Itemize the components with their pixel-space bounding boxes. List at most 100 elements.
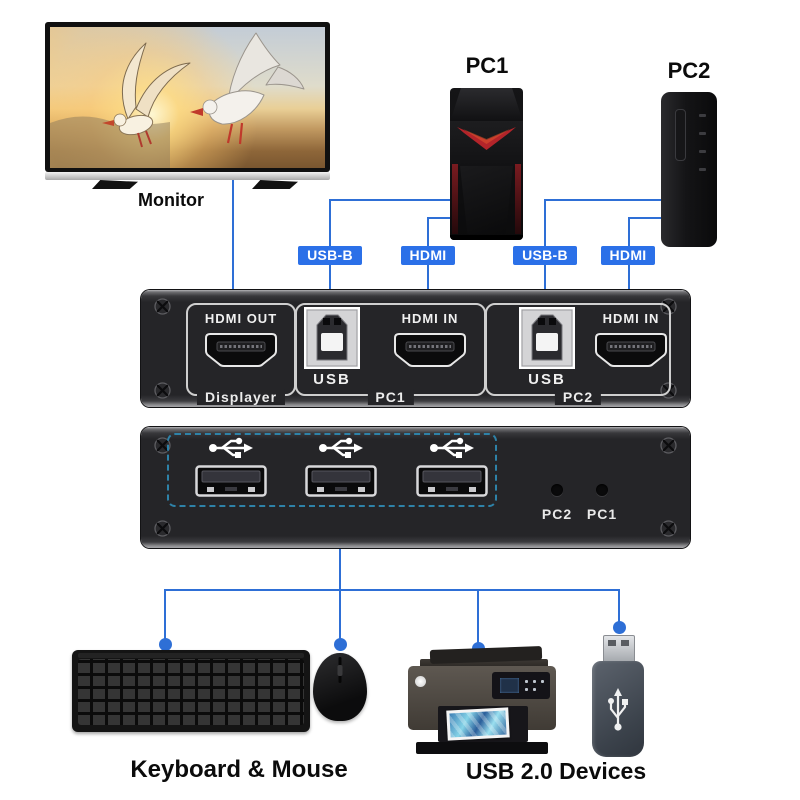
pc1-red-strip-left bbox=[452, 164, 458, 234]
hdmi-in-label-pc2: HDMI IN bbox=[602, 311, 660, 326]
cable-tag-hdmi-pc1: HDMI bbox=[401, 246, 455, 265]
pc2-optical-drive-slot bbox=[675, 109, 686, 161]
monitor-foot-left bbox=[92, 180, 138, 189]
hdmi-out-port bbox=[205, 333, 277, 367]
screw-icon bbox=[154, 437, 171, 454]
pc1-base bbox=[450, 235, 523, 240]
cable-tag-usb-b-pc2: USB-B bbox=[513, 246, 577, 265]
cable-pc1-usb-horizontal bbox=[329, 199, 455, 201]
cable-drop-flashdrive bbox=[618, 589, 620, 625]
hdmi-in-label-pc1: HDMI IN bbox=[401, 311, 459, 326]
hdmi-in-port-pc2 bbox=[595, 333, 667, 367]
screw-icon bbox=[660, 520, 677, 537]
printer-button bbox=[533, 680, 536, 683]
mouse bbox=[313, 653, 367, 721]
pc2-section-name: PC2 bbox=[554, 389, 602, 405]
printer-button bbox=[525, 688, 528, 691]
usb-connector-hole bbox=[608, 640, 616, 646]
usb-b-port-pc2 bbox=[519, 307, 575, 369]
printed-photo bbox=[446, 707, 510, 741]
printed-photo-image bbox=[449, 710, 507, 738]
connector-dot-mouse bbox=[334, 638, 347, 651]
cable-drop-mouse bbox=[339, 589, 341, 641]
left-gull bbox=[102, 42, 191, 148]
hdmi-out-label: HDMI OUT bbox=[204, 311, 278, 326]
usb-devices-label: USB 2.0 Devices bbox=[465, 758, 647, 784]
usb-a-port-3 bbox=[416, 465, 488, 497]
pc2-label: PC2 bbox=[667, 58, 711, 83]
pc1-section: USB HDMI IN PC1 bbox=[295, 303, 486, 405]
kvm-front-panel: PC2 PC1 bbox=[141, 427, 690, 548]
usb-b-port-pc1 bbox=[304, 307, 360, 369]
cable-monitor-to-hdmi-out bbox=[232, 178, 234, 307]
pc2-port-mark bbox=[699, 114, 706, 117]
hp-logo-icon bbox=[415, 676, 426, 687]
displayer-section: HDMI OUT Displayer bbox=[186, 303, 296, 405]
cable-pc2-usb-horizontal bbox=[544, 199, 666, 201]
keyboard-keys bbox=[78, 659, 304, 725]
cable-tag-hdmi-pc2: HDMI bbox=[601, 246, 655, 265]
pc1-top-facet bbox=[450, 88, 523, 122]
printer-body bbox=[408, 666, 556, 742]
screw-icon bbox=[660, 437, 677, 454]
cable-pc2-hdmi-horizontal bbox=[628, 217, 666, 219]
printer-button bbox=[525, 680, 528, 683]
pc1-section-name: PC1 bbox=[367, 389, 414, 405]
cable-hub-bus bbox=[164, 589, 620, 591]
printer-button bbox=[533, 688, 536, 691]
pc2-port-mark bbox=[699, 150, 706, 153]
displayer-section-name: Displayer bbox=[196, 389, 286, 405]
pc2-tower bbox=[661, 92, 717, 247]
usb-a-port-2 bbox=[305, 465, 377, 497]
pc1-button-label: PC1 bbox=[586, 506, 618, 522]
monitor-label: Monitor bbox=[138, 190, 204, 210]
pc2-button-label: PC2 bbox=[541, 506, 573, 522]
printer-output-tray bbox=[438, 706, 528, 742]
pc2-port-mark bbox=[699, 132, 706, 135]
monitor-screen-image bbox=[50, 27, 325, 168]
cable-drop-keyboard bbox=[164, 589, 166, 641]
cable-drop-printer bbox=[477, 589, 479, 645]
printer-screen bbox=[500, 678, 519, 693]
pc1-label: PC1 bbox=[465, 53, 509, 78]
pc2-select-button bbox=[551, 484, 563, 496]
printer-button bbox=[541, 680, 544, 683]
usb-drive-body bbox=[592, 661, 644, 757]
keyboard-function-row bbox=[78, 653, 304, 658]
usb-label-pc1: USB bbox=[313, 371, 351, 388]
printer-base bbox=[416, 742, 548, 754]
monitor-stand-bar bbox=[45, 172, 330, 180]
kvm-rear-panel: HDMI OUT Displayer USB HDMI IN bbox=[141, 290, 690, 407]
pc1-red-chevron bbox=[457, 127, 516, 150]
cable-tag-usb-b-pc1: USB-B bbox=[298, 246, 362, 265]
screw-icon bbox=[154, 298, 171, 315]
pc1-tower bbox=[450, 88, 523, 240]
keyboard bbox=[72, 650, 310, 732]
usb-a-port-1 bbox=[195, 465, 267, 497]
screw-icon bbox=[154, 520, 171, 537]
usb-connector bbox=[603, 635, 635, 665]
monitor-foot-right bbox=[252, 180, 298, 189]
cable-pc1-hdmi-horizontal bbox=[427, 217, 457, 219]
screw-icon bbox=[154, 382, 171, 399]
mouse-scroll-wheel bbox=[337, 665, 343, 676]
keyboard-mouse-label: Keyboard & Mouse bbox=[130, 756, 348, 783]
pc2-section: USB HDMI IN PC2 bbox=[485, 303, 671, 405]
pc2-port-mark bbox=[699, 168, 706, 171]
usb-icon bbox=[319, 437, 363, 458]
connector-dot-flashdrive bbox=[613, 621, 626, 634]
right-gull bbox=[190, 32, 305, 145]
pc1-front-panel bbox=[460, 166, 513, 234]
connector-dot-keyboard bbox=[159, 638, 172, 651]
seagulls-artwork bbox=[50, 32, 305, 168]
usb-label-pc2: USB bbox=[528, 371, 566, 388]
hdmi-in-port-pc1 bbox=[394, 333, 466, 367]
usb-icon bbox=[430, 437, 474, 458]
pc1-red-strip-right bbox=[515, 164, 521, 234]
printer-control-panel bbox=[492, 672, 550, 699]
usb-hub-dashed-outline bbox=[167, 433, 497, 507]
usb-connector-hole bbox=[621, 640, 629, 646]
printer-scanner-lid bbox=[420, 659, 548, 668]
pc1-select-button bbox=[596, 484, 608, 496]
